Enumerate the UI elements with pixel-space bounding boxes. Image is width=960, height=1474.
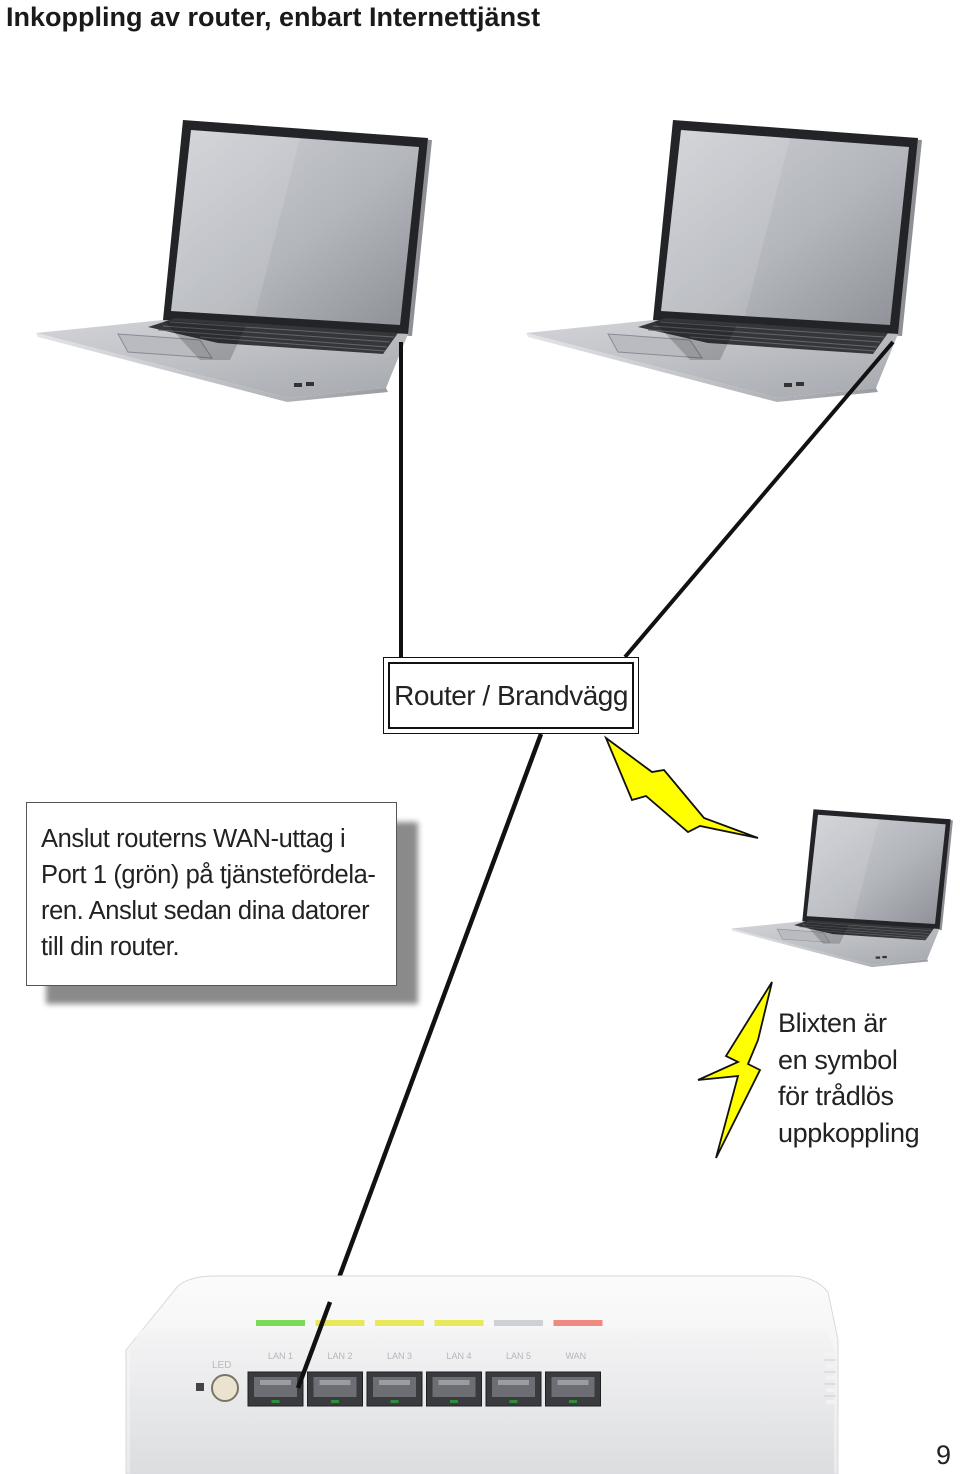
port-indicator (256, 1320, 305, 1326)
instruction-note: Anslut routerns WAN-uttag i Port 1 (grön… (26, 802, 397, 986)
note-line: Port 1 (grön) på tjänstefördela- (41, 861, 376, 889)
port-pins (438, 1380, 470, 1385)
power-button (211, 1374, 239, 1402)
wireless-legend: Blixten är en symbol för trådlös uppkopp… (778, 1005, 920, 1151)
legend-line: uppkoppling (778, 1117, 920, 1148)
laptop-icon-left (35, 119, 433, 403)
port-led (390, 1400, 399, 1403)
port-indicator (315, 1320, 365, 1326)
port-label: LAN 1 (268, 1351, 293, 1361)
port-led (450, 1400, 458, 1403)
laptop-icon-right (525, 119, 923, 403)
port-led (509, 1400, 518, 1403)
port-indicator (375, 1320, 424, 1326)
lightning-bolt-icon (603, 735, 759, 839)
port-pins (319, 1380, 351, 1385)
router-firewall-box: Router / Brandvägg (383, 657, 639, 734)
port-label: LAN 3 (387, 1351, 412, 1361)
router-device: LAN 1 LAN 2 LAN 3 LAN 4 LAN 5 WAN LED (125, 1275, 839, 1474)
port-led (271, 1400, 280, 1403)
lightning-bolt-legend-icon (697, 981, 773, 1159)
laptop-icon-wireless (730, 808, 954, 968)
note-line: till din router. (41, 933, 180, 961)
port-pins (379, 1380, 410, 1385)
port-pins (557, 1380, 589, 1385)
page-number: 9 (936, 1440, 952, 1470)
cable-right-laptop (623, 340, 895, 659)
port-indicator (494, 1320, 543, 1326)
port-led (569, 1400, 577, 1403)
port-pins (260, 1380, 291, 1385)
page-title: Inkoppling av router, enbart Internettjä… (6, 2, 541, 32)
note-line: Anslut routerns WAN-uttag i (41, 825, 346, 853)
port-label: LAN 4 (447, 1351, 472, 1361)
port-pins (498, 1380, 529, 1385)
note-line: ren. Anslut sedan dina datorer (41, 897, 370, 925)
port-label: LAN 2 (328, 1351, 353, 1361)
port-led (331, 1400, 339, 1403)
legend-line: Blixten är (778, 1008, 887, 1038)
legend-line: en symbol (778, 1044, 898, 1075)
port-label: WAN (566, 1351, 587, 1361)
led-label: LED (212, 1360, 231, 1371)
port-label: LAN 5 (506, 1351, 531, 1361)
router-firewall-label: Router / Brandvägg (388, 662, 634, 729)
port-indicator (434, 1320, 484, 1326)
port-indicator (553, 1320, 603, 1326)
legend-line: för trådlös (778, 1081, 894, 1111)
